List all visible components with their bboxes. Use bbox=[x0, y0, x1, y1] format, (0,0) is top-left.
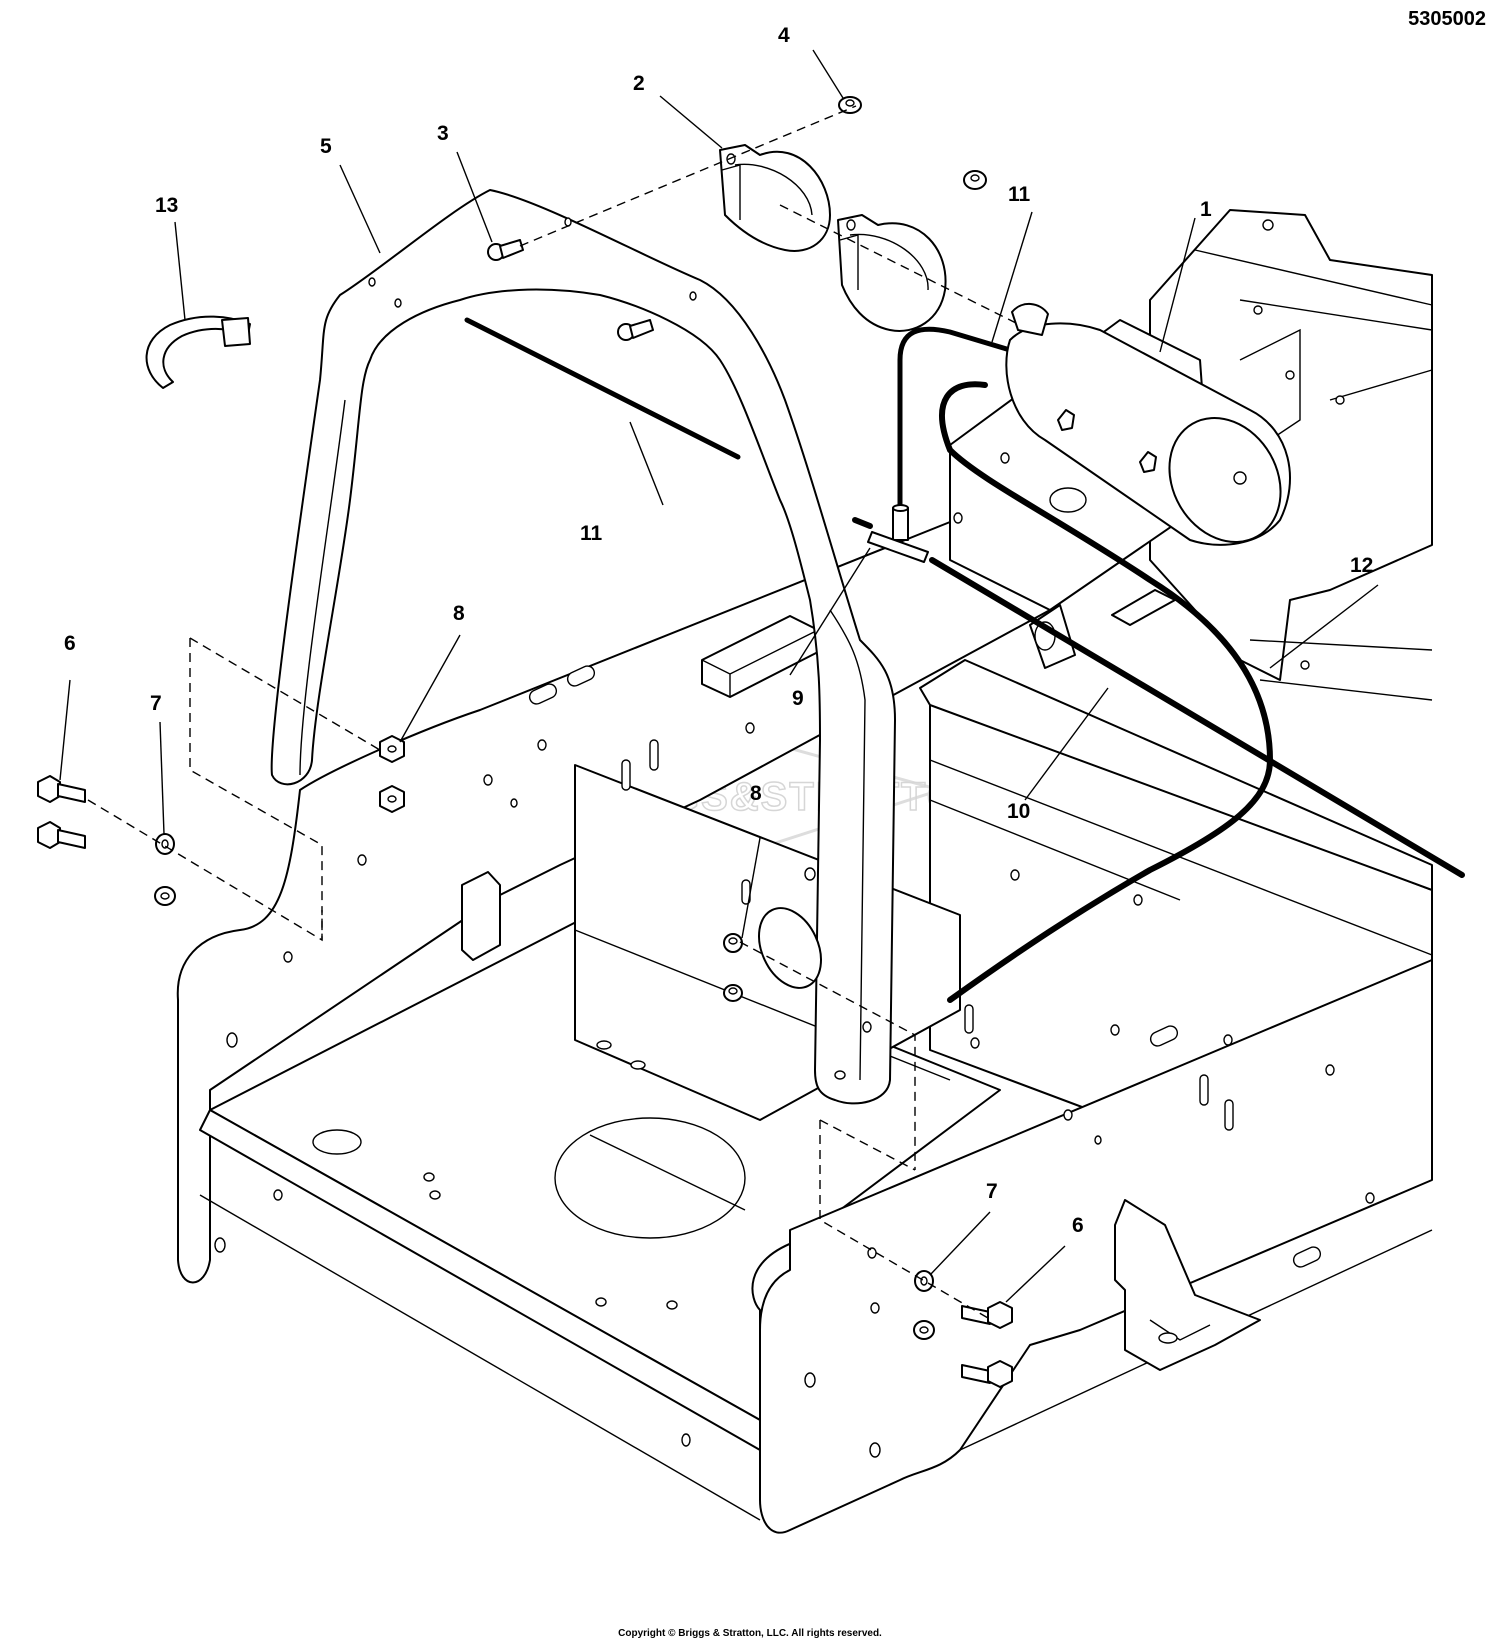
part-3-shoulder-bolt bbox=[487, 239, 524, 261]
callout-3: 3 bbox=[437, 122, 449, 145]
callout-4: 4 bbox=[778, 24, 790, 47]
rear-cross-channel bbox=[919, 659, 1433, 891]
part-11-hose-vent bbox=[897, 326, 1013, 508]
washer-right-lower bbox=[913, 1320, 935, 1340]
right-mount-bracket bbox=[1114, 1199, 1261, 1371]
assembly-dashed-lines bbox=[87, 105, 1021, 1319]
frame-holes bbox=[214, 665, 1375, 1458]
callout-11-top: 11 bbox=[1008, 183, 1031, 206]
frame-right-side-plate bbox=[759, 959, 1433, 1534]
callout-2: 2 bbox=[633, 72, 645, 95]
callout-9: 9 bbox=[792, 687, 804, 710]
part-8-hex-nut-upper bbox=[379, 735, 405, 763]
callout-8-upper: 8 bbox=[453, 602, 465, 625]
clamp-upper bbox=[719, 144, 831, 252]
callout-leader-lines bbox=[59, 49, 1379, 1303]
flange-nut-spare bbox=[963, 170, 987, 190]
part-13-cable-tie bbox=[145, 315, 251, 389]
callout-12: 12 bbox=[1350, 554, 1373, 577]
callout-13: 13 bbox=[155, 194, 178, 217]
fastener-hardware bbox=[37, 96, 1013, 1388]
part-9-tee-fitting bbox=[867, 504, 929, 563]
callout-6-right: 6 bbox=[1072, 1214, 1084, 1237]
part-12-fuel-line bbox=[939, 381, 1274, 1003]
callout-7-left: 7 bbox=[150, 692, 162, 715]
hose-stub bbox=[852, 517, 873, 529]
part-8-flange-nut-right bbox=[723, 933, 743, 953]
copyright-notice: Copyright © Briggs & Stratton, LLC. All … bbox=[618, 1628, 882, 1639]
grommet-ring bbox=[758, 907, 822, 989]
part-11-hose-left bbox=[464, 317, 741, 460]
hex-bolt-right-lower bbox=[961, 1360, 1013, 1388]
callout-10: 10 bbox=[1007, 800, 1030, 823]
floor-hole bbox=[312, 1129, 362, 1155]
frame-upright-tab bbox=[461, 871, 501, 961]
callout-7-right: 7 bbox=[986, 1180, 998, 1203]
canister-port-bottom bbox=[1139, 451, 1157, 473]
part-6-hex-bolt-right bbox=[961, 1301, 1013, 1329]
part-7-washer-left bbox=[155, 833, 175, 855]
washer-left-lower bbox=[154, 886, 176, 906]
callout-1: 1 bbox=[1200, 198, 1212, 221]
hex-bolt-left-lower bbox=[37, 821, 86, 849]
callout-11-mid: 11 bbox=[580, 522, 603, 545]
shoulder-bolt-spare bbox=[617, 319, 654, 341]
part-2-canister-clamps bbox=[719, 144, 947, 332]
part-5-roll-arch bbox=[270, 189, 896, 1105]
roll-arch-outline bbox=[270, 189, 896, 1105]
part-6-hex-bolt-left bbox=[37, 775, 86, 803]
callout-6-left: 6 bbox=[64, 632, 76, 655]
part-7-washer-right bbox=[914, 1270, 934, 1292]
part-1-charcoal-canister bbox=[1005, 303, 1291, 546]
callout-labels: 1 2 3 4 5 6 6 7 7 8 8 9 10 11 11 12 13 bbox=[64, 24, 1373, 1237]
engine-mount-opening bbox=[554, 1117, 746, 1239]
part-4-flange-nut bbox=[838, 96, 862, 114]
clamp-lower bbox=[837, 214, 947, 332]
document-number: 5305002 bbox=[1408, 8, 1486, 30]
fuel-vent-hoses bbox=[464, 317, 1465, 1003]
callout-5: 5 bbox=[320, 135, 332, 158]
canister-end-cap bbox=[1168, 416, 1282, 544]
callout-8-lower: 8 bbox=[750, 782, 762, 805]
flange-nut-right-lower bbox=[723, 984, 743, 1002]
hex-nut-lower bbox=[379, 785, 405, 813]
canister-port-top bbox=[1057, 409, 1075, 431]
part-11-hose-right bbox=[929, 557, 1465, 878]
